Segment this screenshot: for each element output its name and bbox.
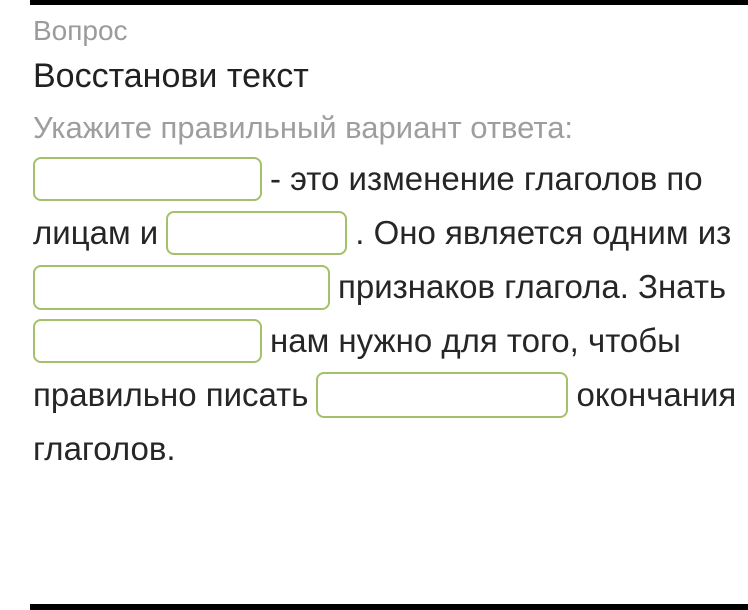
text-segment: лицам и <box>33 214 159 251</box>
fill-line-2: лицам и . Оно является одним из <box>33 206 732 260</box>
fill-line-6: глаголов. <box>33 422 728 476</box>
text-segment: - это изменение глаголов по <box>270 160 703 197</box>
fill-in-text: - это изменение глаголов по лицам и . Оно … <box>33 152 736 476</box>
answer-blank[interactable] <box>316 372 569 418</box>
question-label: Вопрос <box>33 15 128 46</box>
fill-line-5: правильно писать окончания <box>33 368 736 422</box>
text-segment: глаголов. <box>33 430 176 467</box>
fill-line-1: - это изменение глаголов по <box>33 152 728 206</box>
answer-blank[interactable] <box>33 319 262 363</box>
question-title: Восстанови текст <box>33 57 309 95</box>
answer-instruction: Укажите правильный вариант ответа: <box>33 110 574 145</box>
answer-blank[interactable] <box>33 264 330 310</box>
text-segment: правильно писать <box>33 376 309 413</box>
text-segment: окончания <box>576 376 737 413</box>
letterbox-bottom-bar <box>30 604 748 610</box>
answer-blank[interactable] <box>166 211 348 255</box>
fill-line-4: нам нужно для того, чтобы <box>33 314 728 368</box>
text-segment: признаков глагола. Знать <box>338 268 727 305</box>
answer-blank[interactable] <box>33 157 262 201</box>
text-segment: нам нужно для того, чтобы <box>270 322 681 359</box>
fill-line-3: признаков глагола. Знать <box>33 260 728 314</box>
text-segment: . Оно является одним из <box>355 214 732 251</box>
letterbox-top-bar <box>30 0 748 5</box>
